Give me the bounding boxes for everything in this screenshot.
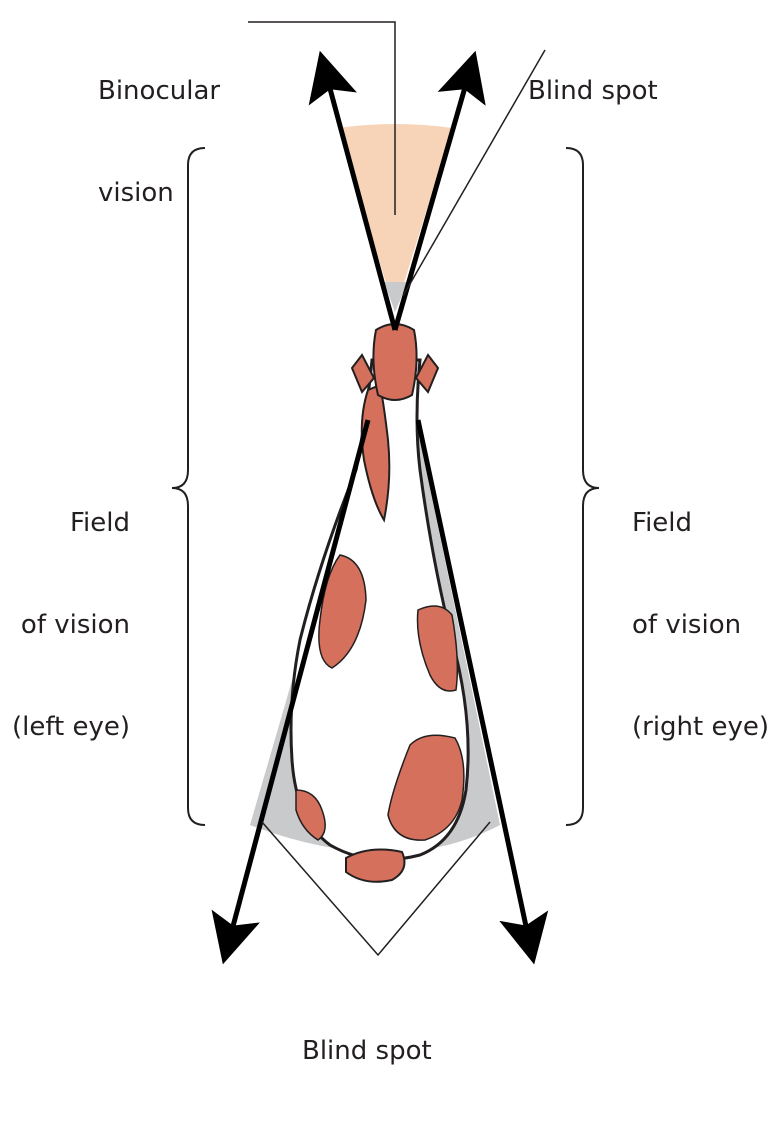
field-right-line3: (right eye) (632, 710, 769, 744)
binocular-label-line2: vision (98, 176, 220, 210)
horse-vision-diagram: Binocular vision Blind spot Field of vis… (0, 0, 773, 1003)
binocular-vision-label: Binocular vision (98, 6, 220, 278)
field-of-vision-left-label: Field of vision (left eye) (8, 438, 130, 812)
blind-spot-bottom-text: Blind spot (302, 1034, 432, 1068)
field-left-line1: Field (8, 506, 130, 540)
field-right-line2: of vision (632, 608, 769, 642)
field-left-line3: (left eye) (8, 710, 130, 744)
binocular-label-line1: Binocular (98, 74, 220, 108)
blind-spot-top-label: Blind spot (528, 6, 658, 176)
field-of-vision-right-label: Field of vision (right eye) (632, 438, 769, 812)
right-eye-brace (566, 148, 599, 825)
blind-spot-top-text: Blind spot (528, 74, 658, 108)
field-right-line1: Field (632, 506, 769, 540)
blind-spot-bottom-label: Blind spot (302, 966, 432, 1136)
field-left-line2: of vision (8, 608, 130, 642)
